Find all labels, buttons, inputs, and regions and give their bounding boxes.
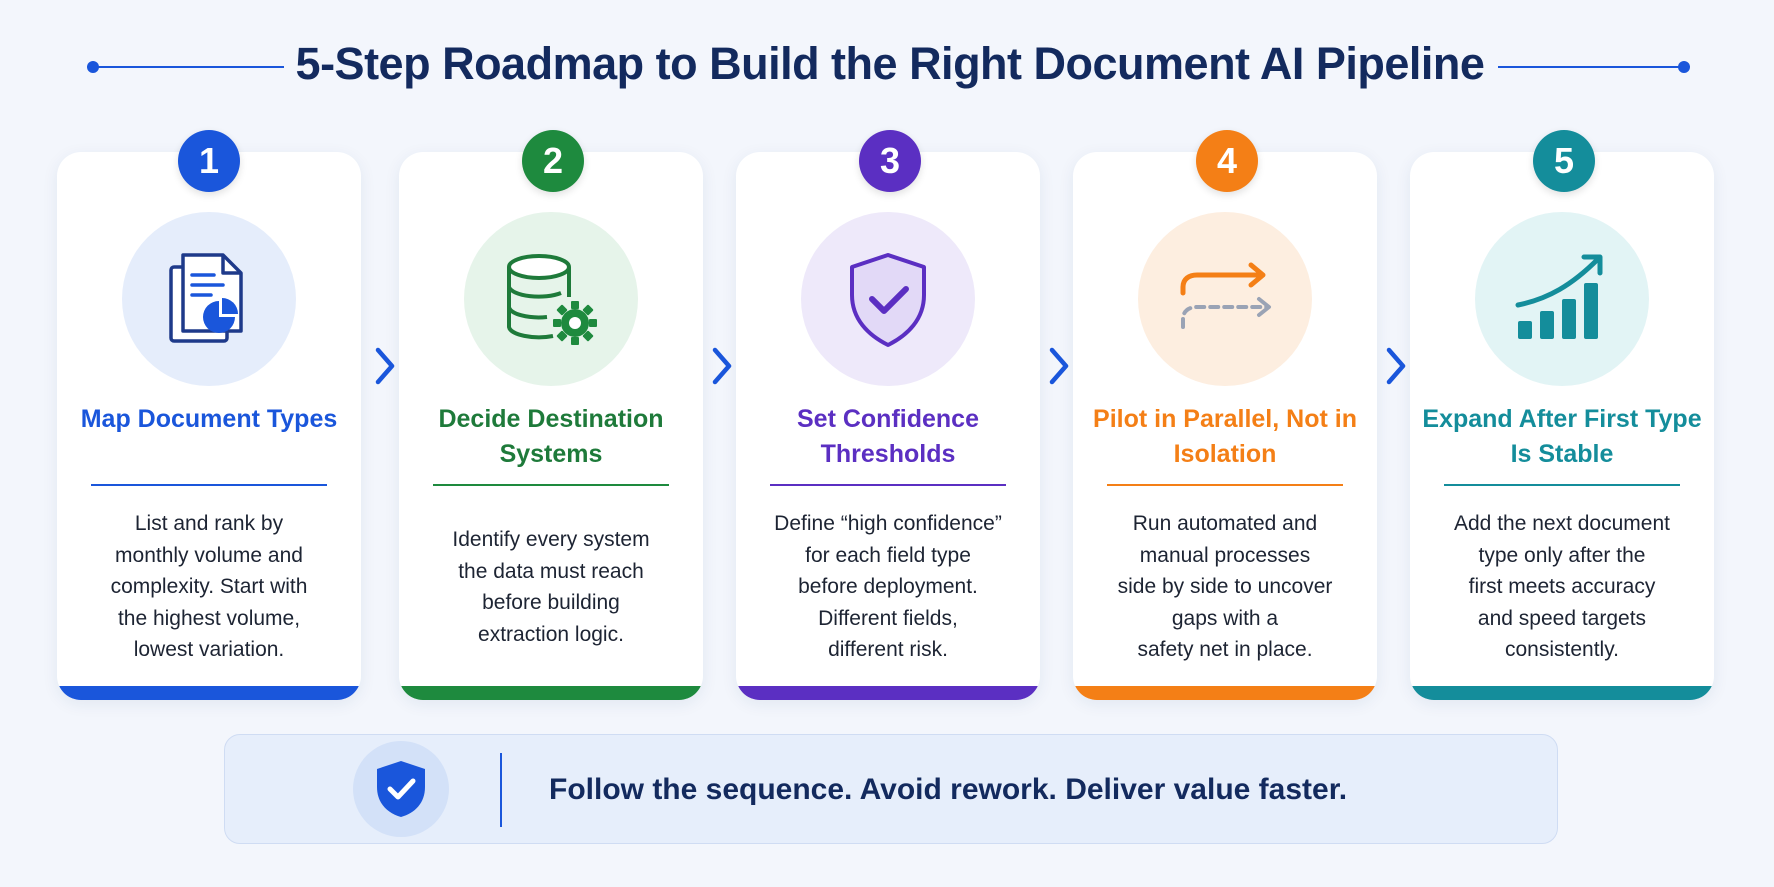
accent-bar (1410, 686, 1714, 700)
database-gear-icon (507, 254, 597, 345)
step-title: Set Confidence Thresholds (797, 405, 979, 468)
chevron-right-icon (1386, 347, 1406, 385)
step-number-badge: 3 (859, 130, 921, 192)
icon-circle (1138, 212, 1312, 386)
icon-circle (801, 212, 975, 386)
growth-chart-icon (1515, 254, 1603, 339)
step-card-2: Decide Destination Systems Identify ever… (399, 152, 703, 700)
footer-banner: Follow the sequence. Avoid rework. Deliv… (224, 734, 1558, 844)
shield-check-icon (850, 253, 926, 347)
title-row: 5-Step Roadmap to Build the Right Docume… (0, 28, 1774, 98)
step-card-1: Map Document Types List and rank by mont… (57, 152, 361, 700)
page-title: 5-Step Roadmap to Build the Right Docume… (295, 38, 1485, 89)
parallel-arrows-icon (1180, 262, 1271, 329)
shield-check-icon (377, 761, 425, 817)
step-number-badge: 2 (522, 130, 584, 192)
step-number-badge: 5 (1533, 130, 1595, 192)
footer-icon-circle (353, 741, 449, 837)
step-title: Expand After First Type Is Stable (1422, 405, 1702, 468)
title-line-left (92, 66, 284, 68)
step-card-5: Expand After First Type Is Stable Add th… (1410, 152, 1714, 700)
chevron-right-icon (1049, 347, 1069, 385)
step-description: Run automated and manual processes side … (1117, 512, 1333, 662)
icon-circle (122, 212, 296, 386)
title-line-right (1498, 66, 1684, 68)
footer-tagline: Follow the sequence. Avoid rework. Deliv… (549, 773, 1348, 806)
step-number-badge: 1 (178, 130, 240, 192)
accent-bar (1073, 686, 1377, 700)
title-underline (91, 484, 327, 486)
accent-bar (736, 686, 1040, 700)
step-number-badge: 4 (1196, 130, 1258, 192)
title-underline (1444, 484, 1680, 486)
step-description: Define “high confidence” for each field … (774, 512, 1002, 662)
step-title: Decide Destination Systems (438, 405, 664, 468)
title-underline (770, 484, 1006, 486)
title-dot-right (1678, 61, 1690, 73)
step-card-3: Set Confidence Thresholds Define “high c… (736, 152, 1040, 700)
footer-divider (500, 753, 502, 827)
step-description: Identify every system the data must reac… (452, 528, 650, 646)
chevron-right-icon (712, 347, 732, 385)
accent-bar (399, 686, 703, 700)
accent-bar (57, 686, 361, 700)
icon-circle (1475, 212, 1649, 386)
title-underline (433, 484, 669, 486)
step-description: Add the next document type only after th… (1454, 512, 1670, 662)
title-underline (1107, 484, 1343, 486)
icon-circle (464, 212, 638, 386)
step-title: Pilot in Parallel, Not in Isolation (1093, 405, 1357, 468)
document-chart-icon (169, 253, 243, 343)
step-title: Map Document Types (80, 405, 338, 433)
chevron-right-icon (375, 347, 395, 385)
step-description: List and rank by monthly volume and comp… (110, 512, 308, 662)
step-card-4: Pilot in Parallel, Not in Isolation Run … (1073, 152, 1377, 700)
